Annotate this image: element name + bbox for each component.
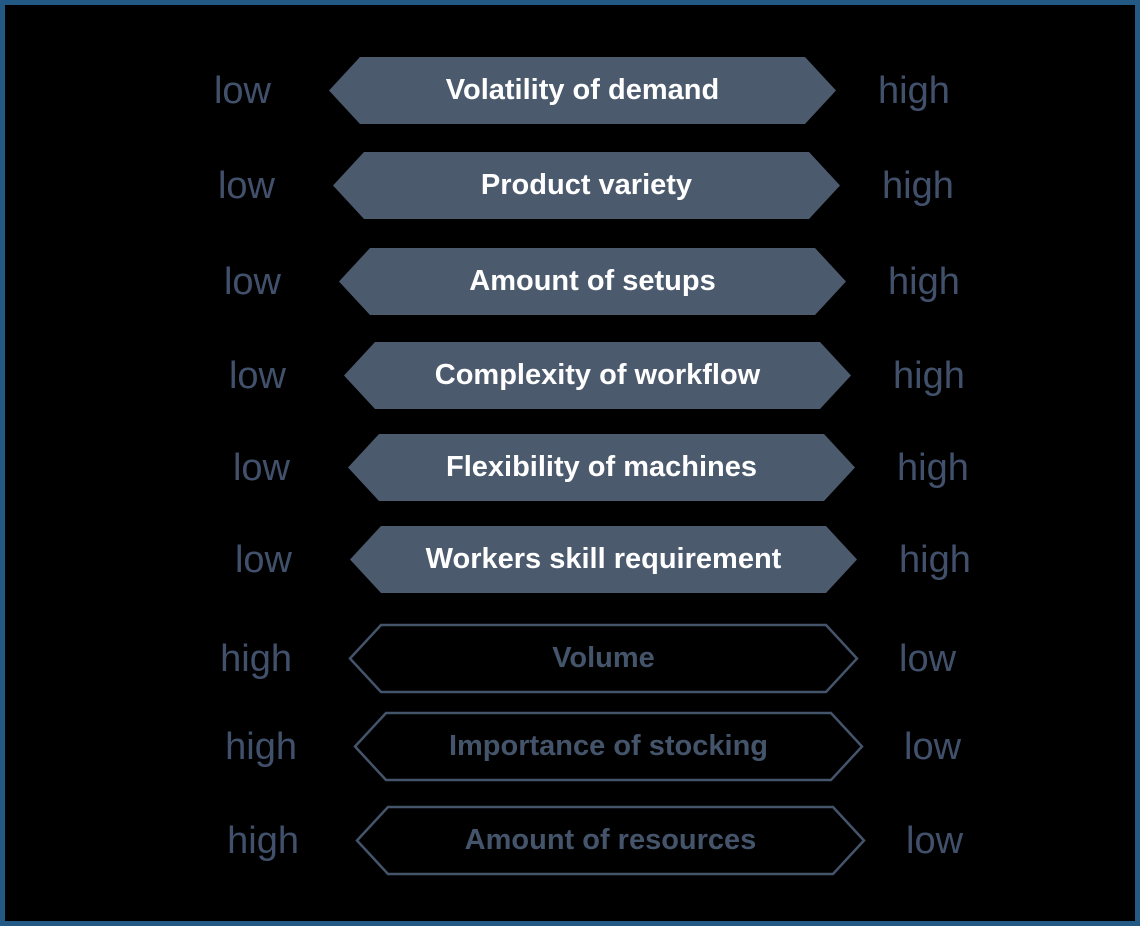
- spectrum-row-complexity-of-workflow: low Complexity of workflow high: [20, 342, 965, 409]
- right-scale-label: high: [888, 260, 960, 303]
- double-arrow-shape: [348, 623, 859, 694]
- right-scale-label: low: [904, 725, 962, 768]
- double-arrow-shape: [348, 434, 855, 501]
- arrow-label: Flexibility of machines: [445, 451, 758, 483]
- arrow-label: Product variety: [480, 169, 693, 201]
- left-scale-label: low: [213, 69, 271, 112]
- arrow-workers-skill-requirement: Workers skill requirement: [350, 526, 857, 593]
- arrow-label: Importance of stocking: [448, 730, 769, 762]
- right-scale-label: high: [882, 164, 954, 207]
- arrow-amount-of-setups: Amount of setups: [339, 248, 846, 315]
- double-arrow-shape: [329, 57, 836, 124]
- double-arrow-shape: [355, 805, 866, 876]
- double-arrow-shape: [344, 342, 851, 409]
- spectrum-row-flexibility-of-machines: low Flexibility of machines high: [24, 434, 969, 501]
- arrow-volatility-of-demand: Volatility of demand: [329, 57, 836, 124]
- double-arrow-shape: [350, 526, 857, 593]
- left-scale-label: low: [232, 446, 290, 489]
- spectrum-row-amount-of-setups: low Amount of setups high: [15, 248, 960, 315]
- arrow-product-variety: Product variety: [333, 152, 840, 219]
- left-scale-label: low: [223, 260, 281, 303]
- arrow-volume: Volume: [348, 623, 859, 694]
- right-scale-label: high: [878, 69, 950, 112]
- right-scale-label: high: [899, 538, 971, 581]
- double-arrow-shape: [339, 248, 846, 315]
- left-scale-label: low: [234, 538, 292, 581]
- left-scale-label: high: [227, 819, 299, 862]
- left-scale-label: high: [220, 637, 292, 680]
- left-scale-label: low: [228, 354, 286, 397]
- spectrum-row-volatility: low Volatility of demand high: [5, 57, 950, 124]
- spectrum-row-importance-of-stocking: high Importance of stocking low: [31, 711, 962, 782]
- arrow-flexibility-of-machines: Flexibility of machines: [348, 434, 855, 501]
- arrow-amount-of-resources: Amount of resources: [355, 805, 866, 876]
- right-scale-label: low: [899, 637, 957, 680]
- left-scale-label: low: [217, 164, 275, 207]
- spectrum-row-workers-skill: low Workers skill requirement high: [26, 526, 971, 593]
- arrow-complexity-of-workflow: Complexity of workflow: [344, 342, 851, 409]
- right-scale-label: low: [906, 819, 964, 862]
- arrow-importance-of-stocking: Importance of stocking: [353, 711, 864, 782]
- arrow-label: Complexity of workflow: [434, 359, 761, 391]
- arrow-label: Volume: [552, 642, 655, 674]
- left-scale-label: high: [225, 725, 297, 768]
- double-arrow-shape: [333, 152, 840, 219]
- arrow-label: Volatility of demand: [445, 74, 720, 106]
- right-scale-label: high: [893, 354, 965, 397]
- double-arrow-shape: [353, 711, 864, 782]
- spectrum-row-volume: high Volume low: [26, 623, 957, 694]
- arrow-label: Workers skill requirement: [425, 543, 782, 575]
- arrow-label: Amount of setups: [469, 265, 716, 297]
- right-scale-label: high: [897, 446, 969, 489]
- arrow-label: Amount of resources: [464, 824, 757, 856]
- spectrum-row-amount-of-resources: high Amount of resources low: [33, 805, 964, 876]
- spectrum-row-product-variety: low Product variety high: [9, 152, 954, 219]
